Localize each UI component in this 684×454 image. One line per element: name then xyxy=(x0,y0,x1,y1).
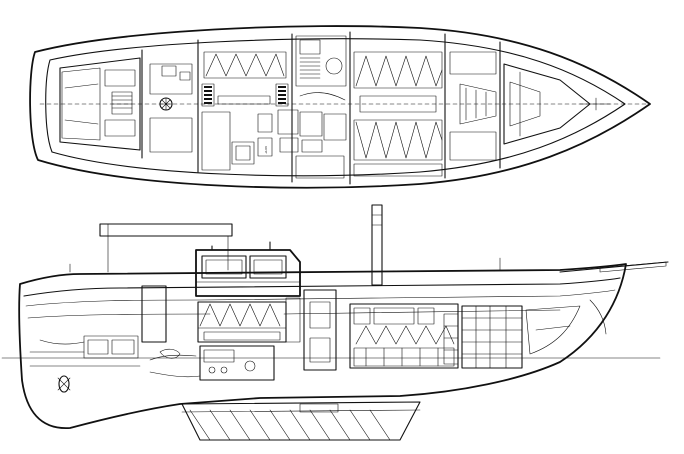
doorway xyxy=(285,289,337,371)
saloon-settees: 60'0" xyxy=(201,51,289,171)
deckhouse xyxy=(195,241,301,297)
forward-settees xyxy=(353,51,443,177)
profile-sheer xyxy=(23,277,621,297)
propeller xyxy=(58,375,70,393)
galley-area xyxy=(277,35,347,179)
profile-hull xyxy=(18,263,627,429)
profile-view xyxy=(1,204,669,441)
bow-fitting xyxy=(579,97,611,111)
keel-ballast xyxy=(181,401,421,441)
plan-bulkheads xyxy=(141,31,501,185)
saloon-profile xyxy=(197,301,287,343)
mast-stubs xyxy=(69,204,501,286)
plan-view: 60'0" xyxy=(29,25,651,189)
plan-length-label: 60'0" xyxy=(264,146,268,155)
forward-cabin xyxy=(449,51,591,161)
aft-structure xyxy=(29,285,167,393)
aft-cabin xyxy=(59,57,141,151)
engine-room xyxy=(149,345,275,381)
forward-profile xyxy=(349,303,459,369)
wheel-area xyxy=(149,63,193,153)
stem-line xyxy=(589,299,607,335)
plan-deck-edge xyxy=(45,38,626,177)
plan-hull-outline xyxy=(29,25,651,189)
forward-lockers xyxy=(443,305,581,369)
